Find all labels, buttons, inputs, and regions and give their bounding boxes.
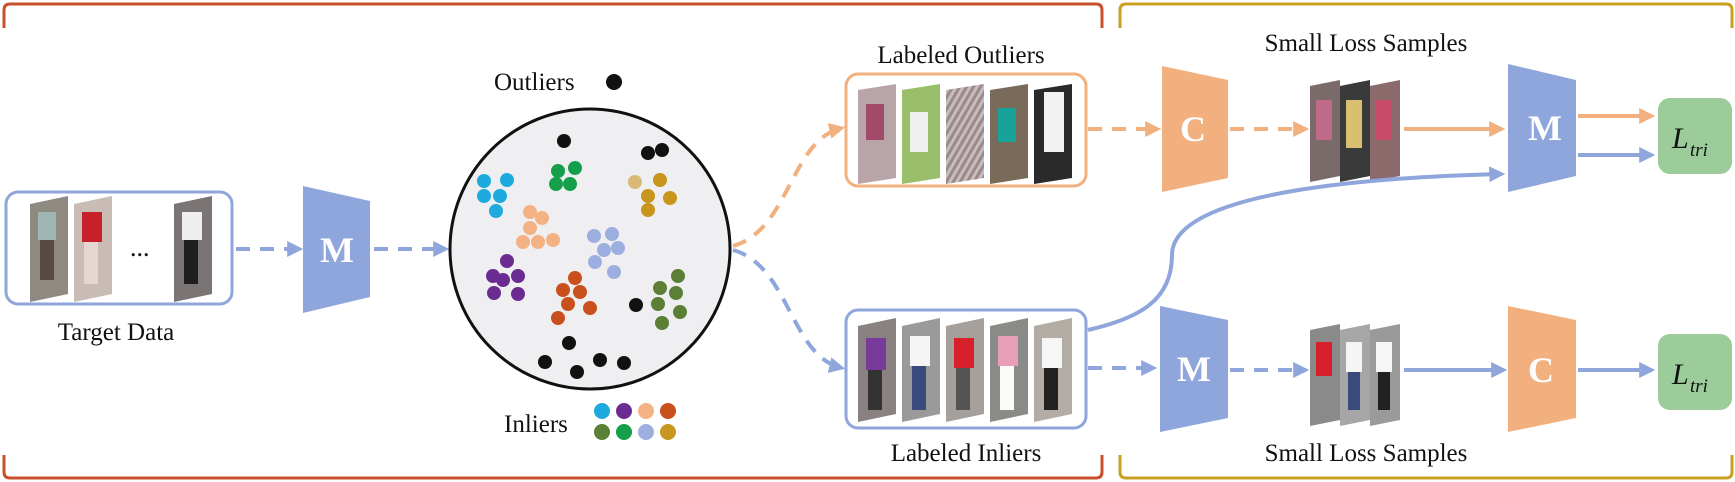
target-image-2 <box>74 196 112 302</box>
labeled-outliers-label: Labeled Outliers <box>877 42 1044 69</box>
outlier-dots <box>538 134 669 379</box>
cluster-olive <box>651 269 687 330</box>
cluster-green <box>549 161 582 191</box>
classifier-bottom-label: C <box>1528 350 1554 390</box>
model-main-block <box>303 186 370 313</box>
bottom-right-brace <box>1118 455 1734 480</box>
model-bottom-label: M <box>1177 349 1211 389</box>
model-main-label: M <box>320 230 354 270</box>
top-left-brace <box>2 2 1104 28</box>
loss-bottom-label: L <box>1671 358 1689 391</box>
labeled-inliers-label: Labeled Inliers <box>891 440 1042 467</box>
small-loss-bottom-images <box>1310 324 1400 426</box>
cluster-lightblue <box>587 227 625 279</box>
loss-top-subscript: tri <box>1690 140 1708 161</box>
labeled-outliers-box <box>844 72 1088 188</box>
arrow-inliers-to-model-top <box>1087 166 1506 332</box>
loss-bottom-block <box>1658 334 1732 410</box>
outliers-label: Outliers <box>494 69 575 96</box>
loss-bottom-subscript: tri <box>1690 376 1708 397</box>
small-loss-top-label: Small Loss Samples <box>1265 30 1468 57</box>
ellipsis: ... <box>130 233 150 262</box>
cluster-purple <box>486 254 525 301</box>
outlier-legend-dot <box>606 74 622 90</box>
small-loss-bottom-label: Small Loss Samples <box>1265 440 1468 467</box>
classifier-top-block <box>1162 66 1228 192</box>
loss-top-block <box>1658 98 1732 174</box>
cluster-cyan <box>477 173 514 218</box>
model-top-label: M <box>1528 108 1562 148</box>
cluster-rust <box>551 271 597 325</box>
outlier-images <box>858 84 1072 184</box>
classifier-top-label: C <box>1180 109 1206 149</box>
inliers-label: Inliers <box>504 411 568 438</box>
inlier-images <box>858 318 1072 422</box>
small-loss-top-images <box>1310 80 1400 182</box>
inliers-legend-dots <box>594 403 676 440</box>
top-right-brace <box>1118 2 1734 28</box>
cluster-gold <box>628 173 677 217</box>
arrow-cluster-to-inliers <box>732 248 846 373</box>
loss-top-label: L <box>1671 122 1689 155</box>
target-data-box <box>4 190 234 306</box>
model-bottom-block <box>1160 306 1228 432</box>
classifier-bottom-block <box>1508 306 1576 432</box>
cluster-space <box>448 107 732 391</box>
target-image-1 <box>30 196 68 302</box>
arrow-cluster-to-outliers <box>732 123 846 248</box>
bottom-left-brace <box>2 455 1104 480</box>
target-image-3 <box>174 196 212 302</box>
target-data-label: Target Data <box>58 319 174 346</box>
labeled-inliers-box <box>844 308 1088 430</box>
model-top-block <box>1508 64 1576 192</box>
cluster-peach <box>516 205 560 249</box>
